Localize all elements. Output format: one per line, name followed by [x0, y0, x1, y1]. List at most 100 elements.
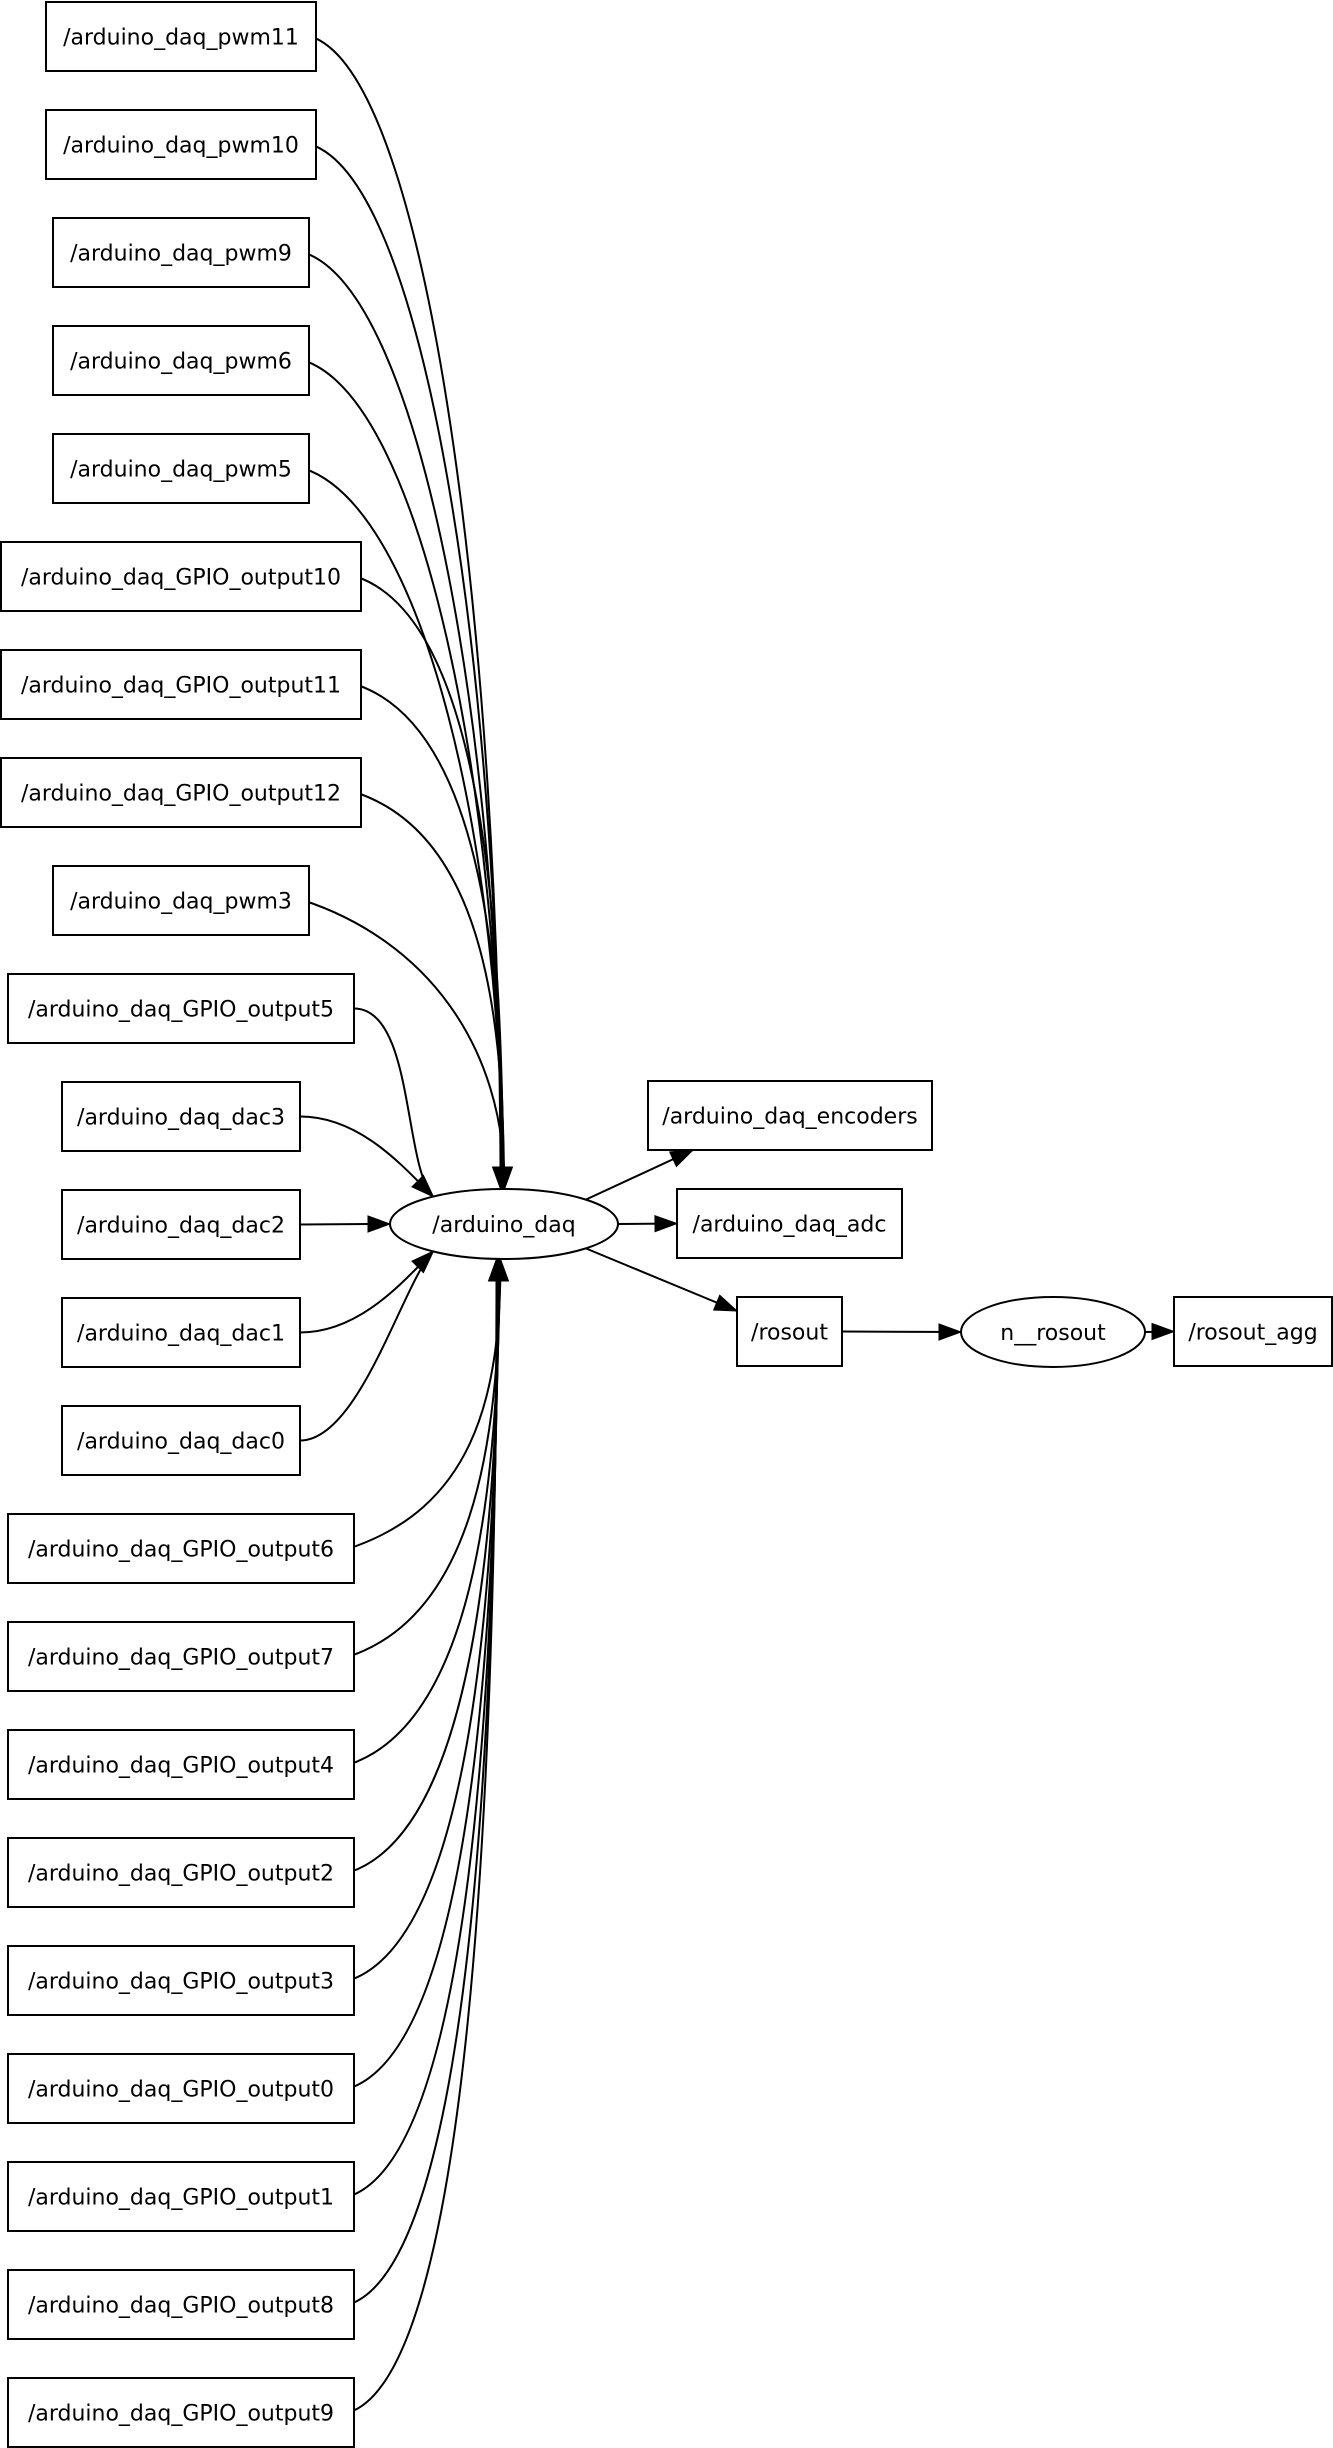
- node-gpio2-shape: [7, 1837, 355, 1908]
- node-gpio10-label: /arduino_daq_GPIO_output10: [21, 566, 341, 591]
- edge-pwm3-to-daq: [303, 899, 506, 1188]
- node-pwm3: /arduino_daq_pwm3: [52, 865, 310, 936]
- node-gpio7-shape: [7, 1621, 355, 1692]
- node-dac1: /arduino_daq_dac1: [61, 1297, 301, 1368]
- node-gpio6: /arduino_daq_GPIO_output6: [7, 1513, 355, 1584]
- node-gpio1: /arduino_daq_GPIO_output1: [7, 2161, 355, 2232]
- node-gpio7: /arduino_daq_GPIO_output7: [7, 1621, 355, 1692]
- edge-dac3-to-daq: [299, 1115, 435, 1198]
- edge-gpio2-to-daq: [348, 1260, 501, 1874]
- edge-gpio4-to-daq: [348, 1260, 501, 1766]
- node-pwm3-shape: [52, 865, 310, 936]
- edge-gpio7-to-daq: [348, 1260, 502, 1658]
- node-rosout-label: /rosout: [751, 1321, 828, 1346]
- edge-rosout-to-n_rosout-arrow: [938, 1323, 963, 1341]
- node-dac0-label: /arduino_daq_dac0: [77, 1430, 285, 1455]
- node-gpio3-shape: [7, 1945, 355, 2016]
- edge-dac0-to-daq-arrow: [411, 1250, 435, 1274]
- node-gpio5: /arduino_daq_GPIO_output5: [7, 973, 355, 1044]
- edge-dac0-to-daq: [299, 1250, 435, 1442]
- edge-gpio9-to-daq: [348, 1260, 498, 2414]
- edge-gpio6-to-daq: [348, 1260, 502, 1550]
- node-dac2-shape: [61, 1189, 301, 1260]
- node-encoders-label: /arduino_daq_encoders: [662, 1105, 917, 1130]
- edge-gpio9-to-daq-arrow: [487, 1257, 506, 1282]
- node-encoders: /arduino_daq_encoders: [647, 1080, 933, 1151]
- node-gpio0-shape: [7, 2053, 355, 2124]
- edge-n_rosout-to-rosout_agg-arrow: [1151, 1322, 1176, 1341]
- node-gpio9: /arduino_daq_GPIO_output9: [7, 2377, 355, 2448]
- node-gpio3: /arduino_daq_GPIO_output3: [7, 1945, 355, 2016]
- edge-daq-to-adc-arrow: [654, 1214, 679, 1233]
- node-gpio8: /arduino_daq_GPIO_output8: [7, 2269, 355, 2340]
- node-adc: /arduino_daq_adc: [676, 1188, 903, 1259]
- node-daq-label: /arduino_daq: [432, 1213, 575, 1238]
- edge-daq-to-encoders-arrow: [668, 1149, 695, 1168]
- node-gpio10-shape: [0, 541, 362, 612]
- node-daq: /arduino_daq: [389, 1188, 619, 1260]
- node-gpio11-shape: [0, 649, 362, 720]
- node-rosout_agg-label: /rosout_agg: [1188, 1321, 1317, 1346]
- node-pwm3-label: /arduino_daq_pwm3: [70, 890, 292, 915]
- node-pwm10-shape: [45, 109, 317, 180]
- node-gpio4-shape: [7, 1729, 355, 1800]
- node-pwm9-shape: [52, 217, 310, 288]
- node-gpio9-shape: [7, 2377, 355, 2448]
- edge-gpio1-to-daq: [348, 1260, 499, 2198]
- node-pwm5-shape: [52, 433, 310, 504]
- node-pwm5-label: /arduino_daq_pwm5: [70, 458, 292, 483]
- node-pwm6: /arduino_daq_pwm6: [52, 325, 310, 396]
- node-dac2-label: /arduino_daq_dac2: [77, 1214, 285, 1239]
- node-gpio9-label: /arduino_daq_GPIO_output9: [28, 2402, 334, 2427]
- node-n_rosout-label: n__rosout: [1000, 1321, 1106, 1346]
- node-n_rosout: n__rosout: [960, 1296, 1146, 1368]
- edge-dac2-to-daq-arrow: [367, 1215, 392, 1233]
- node-pwm10: /arduino_daq_pwm10: [45, 109, 317, 180]
- node-encoders-shape: [647, 1080, 933, 1151]
- node-dac1-shape: [61, 1297, 301, 1368]
- node-dac3-label: /arduino_daq_dac3: [77, 1106, 285, 1131]
- edge-gpio5-to-daq: [353, 1007, 435, 1198]
- node-n_rosout-shape: [960, 1296, 1146, 1368]
- node-gpio5-label: /arduino_daq_GPIO_output5: [28, 998, 334, 1023]
- node-rosout_agg: /rosout_agg: [1173, 1296, 1333, 1367]
- edge-gpio8-to-daq: [348, 1260, 499, 2306]
- node-adc-label: /arduino_daq_adc: [693, 1213, 887, 1238]
- node-gpio7-label: /arduino_daq_GPIO_output7: [28, 1646, 334, 1671]
- node-pwm11: /arduino_daq_pwm11: [45, 1, 317, 72]
- edge-dac1-to-daq: [299, 1250, 435, 1334]
- edge-dac2-to-daq: [299, 1223, 371, 1226]
- node-rosout: /rosout: [736, 1296, 843, 1367]
- edge-daq-to-rosout: [585, 1247, 738, 1312]
- node-pwm11-shape: [45, 1, 317, 72]
- node-gpio1-shape: [7, 2161, 355, 2232]
- node-gpio2-label: /arduino_daq_GPIO_output2: [28, 1862, 334, 1887]
- node-gpio2: /arduino_daq_GPIO_output2: [7, 1837, 355, 1908]
- node-gpio10: /arduino_daq_GPIO_output10: [0, 541, 362, 612]
- node-gpio0-label: /arduino_daq_GPIO_output0: [28, 2078, 334, 2103]
- edge-gpio0-to-daq: [348, 1260, 500, 2090]
- edge-daq-to-rosout-arrow: [712, 1294, 739, 1312]
- node-gpio12-shape: [0, 757, 362, 828]
- node-gpio11-label: /arduino_daq_GPIO_output11: [21, 674, 341, 699]
- node-dac3-shape: [61, 1081, 301, 1152]
- node-gpio6-label: /arduino_daq_GPIO_output6: [28, 1538, 334, 1563]
- node-dac0-shape: [61, 1405, 301, 1476]
- node-adc-shape: [676, 1188, 903, 1259]
- node-dac0: /arduino_daq_dac0: [61, 1405, 301, 1476]
- node-pwm9: /arduino_daq_pwm9: [52, 217, 310, 288]
- edge-pwm3-to-daq-arrow: [495, 1166, 514, 1191]
- node-gpio12: /arduino_daq_GPIO_output12: [0, 757, 362, 828]
- edge-dac3-to-daq-arrow: [411, 1174, 435, 1198]
- node-gpio4-label: /arduino_daq_GPIO_output4: [28, 1754, 334, 1779]
- node-gpio8-label: /arduino_daq_GPIO_output8: [28, 2294, 334, 2319]
- node-pwm6-label: /arduino_daq_pwm6: [70, 350, 292, 375]
- node-gpio12-label: /arduino_daq_GPIO_output12: [21, 782, 341, 807]
- node-rosout-shape: [736, 1296, 843, 1367]
- edge-gpio12-to-daq: [355, 791, 506, 1188]
- node-dac3: /arduino_daq_dac3: [61, 1081, 301, 1152]
- node-pwm9-label: /arduino_daq_pwm9: [70, 242, 292, 267]
- node-dac2: /arduino_daq_dac2: [61, 1189, 301, 1260]
